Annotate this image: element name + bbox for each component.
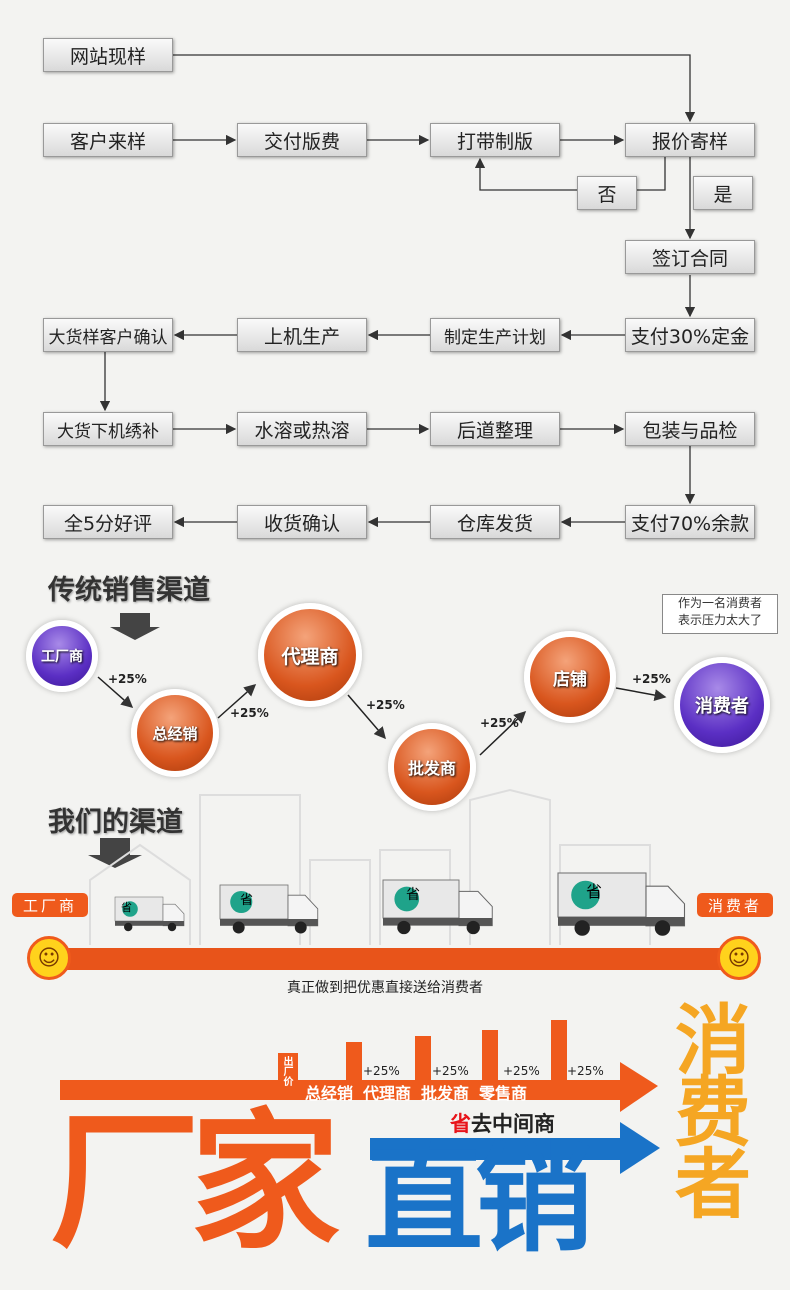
ours-title: 我们的渠道 [48, 807, 183, 838]
bubble-line: 作为一名消费者 [677, 596, 762, 610]
node-store: 店铺 [524, 631, 616, 723]
middleman: 批发商 [421, 1084, 470, 1103]
middleman: 总经销 [305, 1084, 354, 1103]
node-agent: 代理商 [258, 603, 362, 707]
big-direct: 直销 [365, 1130, 593, 1268]
step-plan: 制定生产计划 [430, 318, 560, 352]
step-water-heat: 水溶或热溶 [237, 412, 367, 446]
step-customer-sample: 客户来样 [43, 123, 173, 157]
truck-badge: 省 [586, 882, 603, 901]
truck-badge: 省 [121, 901, 132, 914]
big-factory: 厂家 [50, 1096, 340, 1270]
channel-bar [40, 948, 740, 970]
step-review: 全5分好评 [43, 505, 173, 539]
truck-badge: 省 [406, 887, 420, 903]
node-distributor: 总经销 [131, 689, 219, 777]
down-arrow-icon [88, 838, 142, 868]
middleman: 代理商 [363, 1084, 412, 1103]
step-pack-inspect: 包装与品检 [625, 412, 755, 446]
markup-label: +25% [432, 1064, 469, 1078]
step-bulk-confirm: 大货样客户确认 [43, 318, 173, 352]
save-char: 省 [450, 1112, 471, 1136]
step-finishing: 后道整理 [430, 412, 560, 446]
step-balance: 支付70%余款 [625, 505, 755, 539]
middlemen-row: 总经销代理商批发商零售商 [305, 1080, 527, 1104]
truck-badge: 省 [240, 893, 254, 908]
step-sign-contract: 签订合同 [625, 240, 755, 274]
smiley-icon: ☺ [717, 936, 761, 980]
step-pay-fee: 交付版费 [237, 123, 367, 157]
markup-label: +25% [363, 1064, 400, 1078]
step-production: 上机生产 [237, 318, 367, 352]
big-consumer: 消费者 [662, 1000, 751, 1216]
step-embroidery-fix: 大货下机绣补 [43, 412, 173, 446]
markup-label: +25% [108, 672, 147, 686]
middleman: 零售商 [479, 1084, 528, 1103]
markup-label: +25% [366, 698, 405, 712]
markup-label: +25% [480, 716, 519, 730]
truck-icon [557, 872, 686, 936]
bubble-line: 表示压力太大了 [677, 613, 762, 627]
markup-label: +25% [230, 706, 269, 720]
step-make-plate: 打带制版 [430, 123, 560, 157]
markup-label: +25% [503, 1064, 540, 1078]
factory-price: 出厂价 [281, 1056, 292, 1086]
smiley-icon: ☺ [27, 936, 71, 980]
truck-icon [219, 884, 319, 934]
markup-label: +25% [567, 1064, 604, 1078]
speech-bubble: 作为一名消费者表示压力太大了 [662, 594, 778, 634]
save-middlemen: 省去中间商 [450, 1108, 555, 1138]
step-ship: 仓库发货 [430, 505, 560, 539]
step-deposit: 支付30%定金 [625, 318, 755, 352]
truck-icon [114, 896, 185, 932]
truck-icon [382, 879, 493, 935]
save-rest: 去中间商 [471, 1112, 555, 1136]
consumer-tag: 消费者 [697, 893, 773, 917]
ours-caption: 真正做到把优惠直接送给消费者 [287, 980, 483, 996]
factory-tag: 工厂商 [12, 893, 88, 917]
step-website-sample: 网站现样 [43, 38, 173, 72]
markup-label: +25% [632, 672, 671, 686]
node-wholesaler: 批发商 [388, 723, 476, 811]
step-no: 否 [577, 176, 637, 210]
flow-arrows [99, 54, 696, 528]
node-consumer: 消费者 [674, 657, 770, 753]
node-factory: 工厂商 [26, 620, 98, 692]
traditional-title: 传统销售渠道 [48, 575, 210, 606]
down-arrow-icon [110, 613, 160, 640]
step-quote-send: 报价寄样 [625, 123, 755, 157]
step-receive-confirm: 收货确认 [237, 505, 367, 539]
step-yes: 是 [693, 176, 753, 210]
